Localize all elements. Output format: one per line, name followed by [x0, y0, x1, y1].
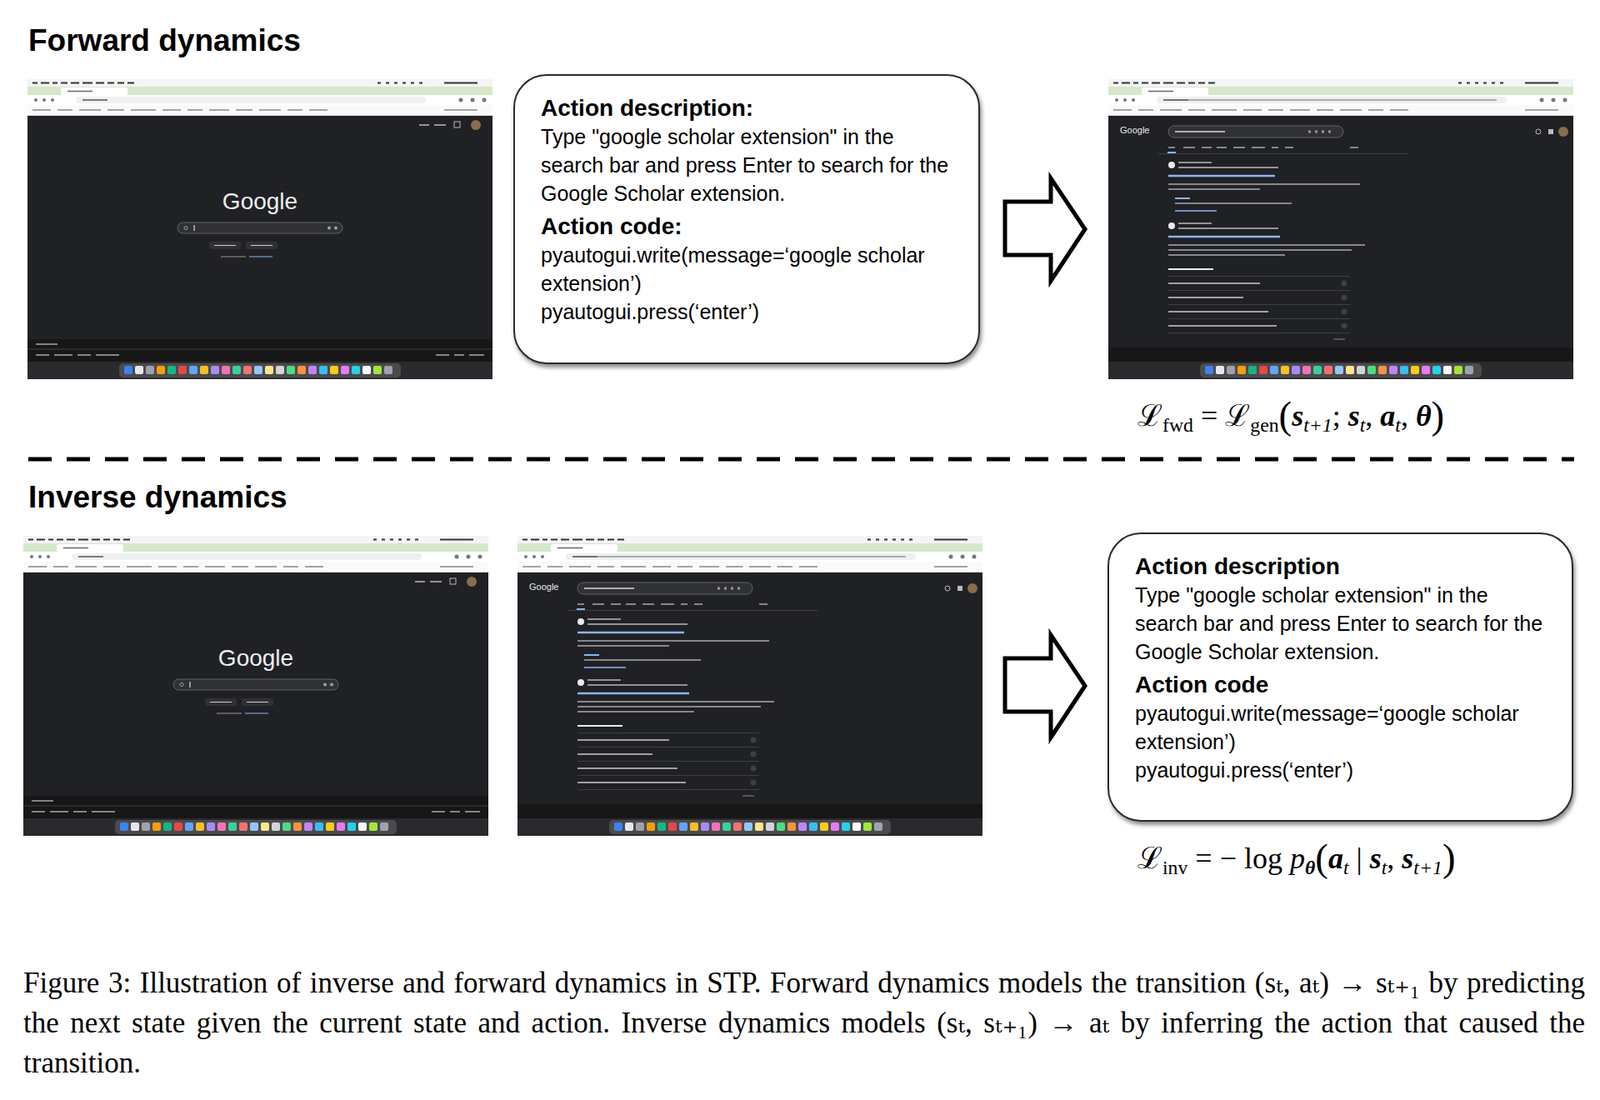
formula-part: ): [1431, 393, 1445, 437]
formula-part: ;: [1332, 399, 1349, 433]
box-heading: Action description:: [540, 94, 955, 123]
screenshot-after: [1108, 79, 1574, 380]
logo-text: Google: [222, 190, 298, 214]
block-arrow: [1005, 178, 1085, 281]
action-box: Action description:Type "google scholar …: [513, 74, 980, 365]
screenshot-after: [517, 535, 983, 836]
formula-part: ,: [1365, 399, 1380, 433]
loss-formula: ℒinv = − log pθ(at | st, st+1): [1137, 839, 1455, 886]
formula-part: t: [1395, 414, 1401, 436]
code-line: pyautogui.write(message=‘google scholar …: [540, 240, 955, 298]
formula-part: a: [1328, 841, 1344, 875]
formula-part: θ: [1415, 399, 1432, 433]
formula-part: inv: [1162, 856, 1188, 879]
logo-small: Google: [529, 582, 559, 592]
dashed-divider: [28, 457, 1575, 462]
formula-part: s: [1348, 399, 1360, 433]
formula-part: t: [1381, 856, 1388, 879]
logo-text: Google: [218, 646, 294, 670]
section-heading: Forward dynamics: [28, 25, 301, 56]
code-line: pyautogui.press(‘enter’): [540, 297, 955, 326]
loss-formula: ℒfwd = ℒgen(st+1; st, at, θ): [1137, 396, 1445, 444]
formula-part: = ℒ: [1193, 399, 1250, 433]
screenshot-before: [27, 79, 493, 380]
logo-small: Google: [1120, 125, 1150, 135]
formula-part: s: [1291, 399, 1304, 433]
formula-part: t: [1360, 414, 1366, 436]
code-line: pyautogui.press(‘enter’): [1135, 755, 1549, 785]
formula-part: p: [1290, 841, 1305, 875]
code-line: pyautogui.write(message=‘google scholar …: [1135, 699, 1549, 756]
block-arrow: [1005, 635, 1085, 738]
formula-part: ,: [1400, 399, 1416, 433]
action-box: Action descriptionType "google scholar e…: [1107, 532, 1574, 822]
section-heading: Inverse dynamics: [28, 481, 288, 513]
box-heading: Action code: [1135, 670, 1549, 700]
formula-part: fwd: [1162, 414, 1194, 436]
formula-part: ,: [1386, 841, 1402, 875]
screenshot-before: [23, 535, 489, 836]
formula-part: t+1: [1413, 856, 1443, 879]
formula-part: a: [1380, 399, 1395, 433]
formula-part: ℒ: [1137, 399, 1163, 433]
formula-part: t: [1343, 856, 1350, 879]
formula-part: ): [1442, 835, 1456, 880]
formula-part: ℒ: [1137, 841, 1163, 875]
box-heading: Action description: [1135, 552, 1549, 581]
box-heading: Action code:: [540, 212, 955, 241]
formula-part: t+1: [1303, 414, 1333, 436]
formula-part: (: [1315, 835, 1329, 880]
box-body: Type "google scholar extension" in the s…: [1135, 580, 1549, 666]
formula-part: s: [1370, 841, 1382, 875]
formula-part: |: [1349, 841, 1370, 875]
formula-part: = − log: [1187, 841, 1290, 875]
figure-caption: Figure 3: Illustration of inverse and fo…: [23, 963, 1585, 1084]
formula-part: s: [1401, 841, 1414, 875]
formula-part: θ: [1305, 856, 1315, 879]
formula-part: gen: [1250, 414, 1279, 436]
box-body: Type "google scholar extension" in the s…: [540, 122, 955, 208]
formula-part: (: [1279, 393, 1293, 437]
